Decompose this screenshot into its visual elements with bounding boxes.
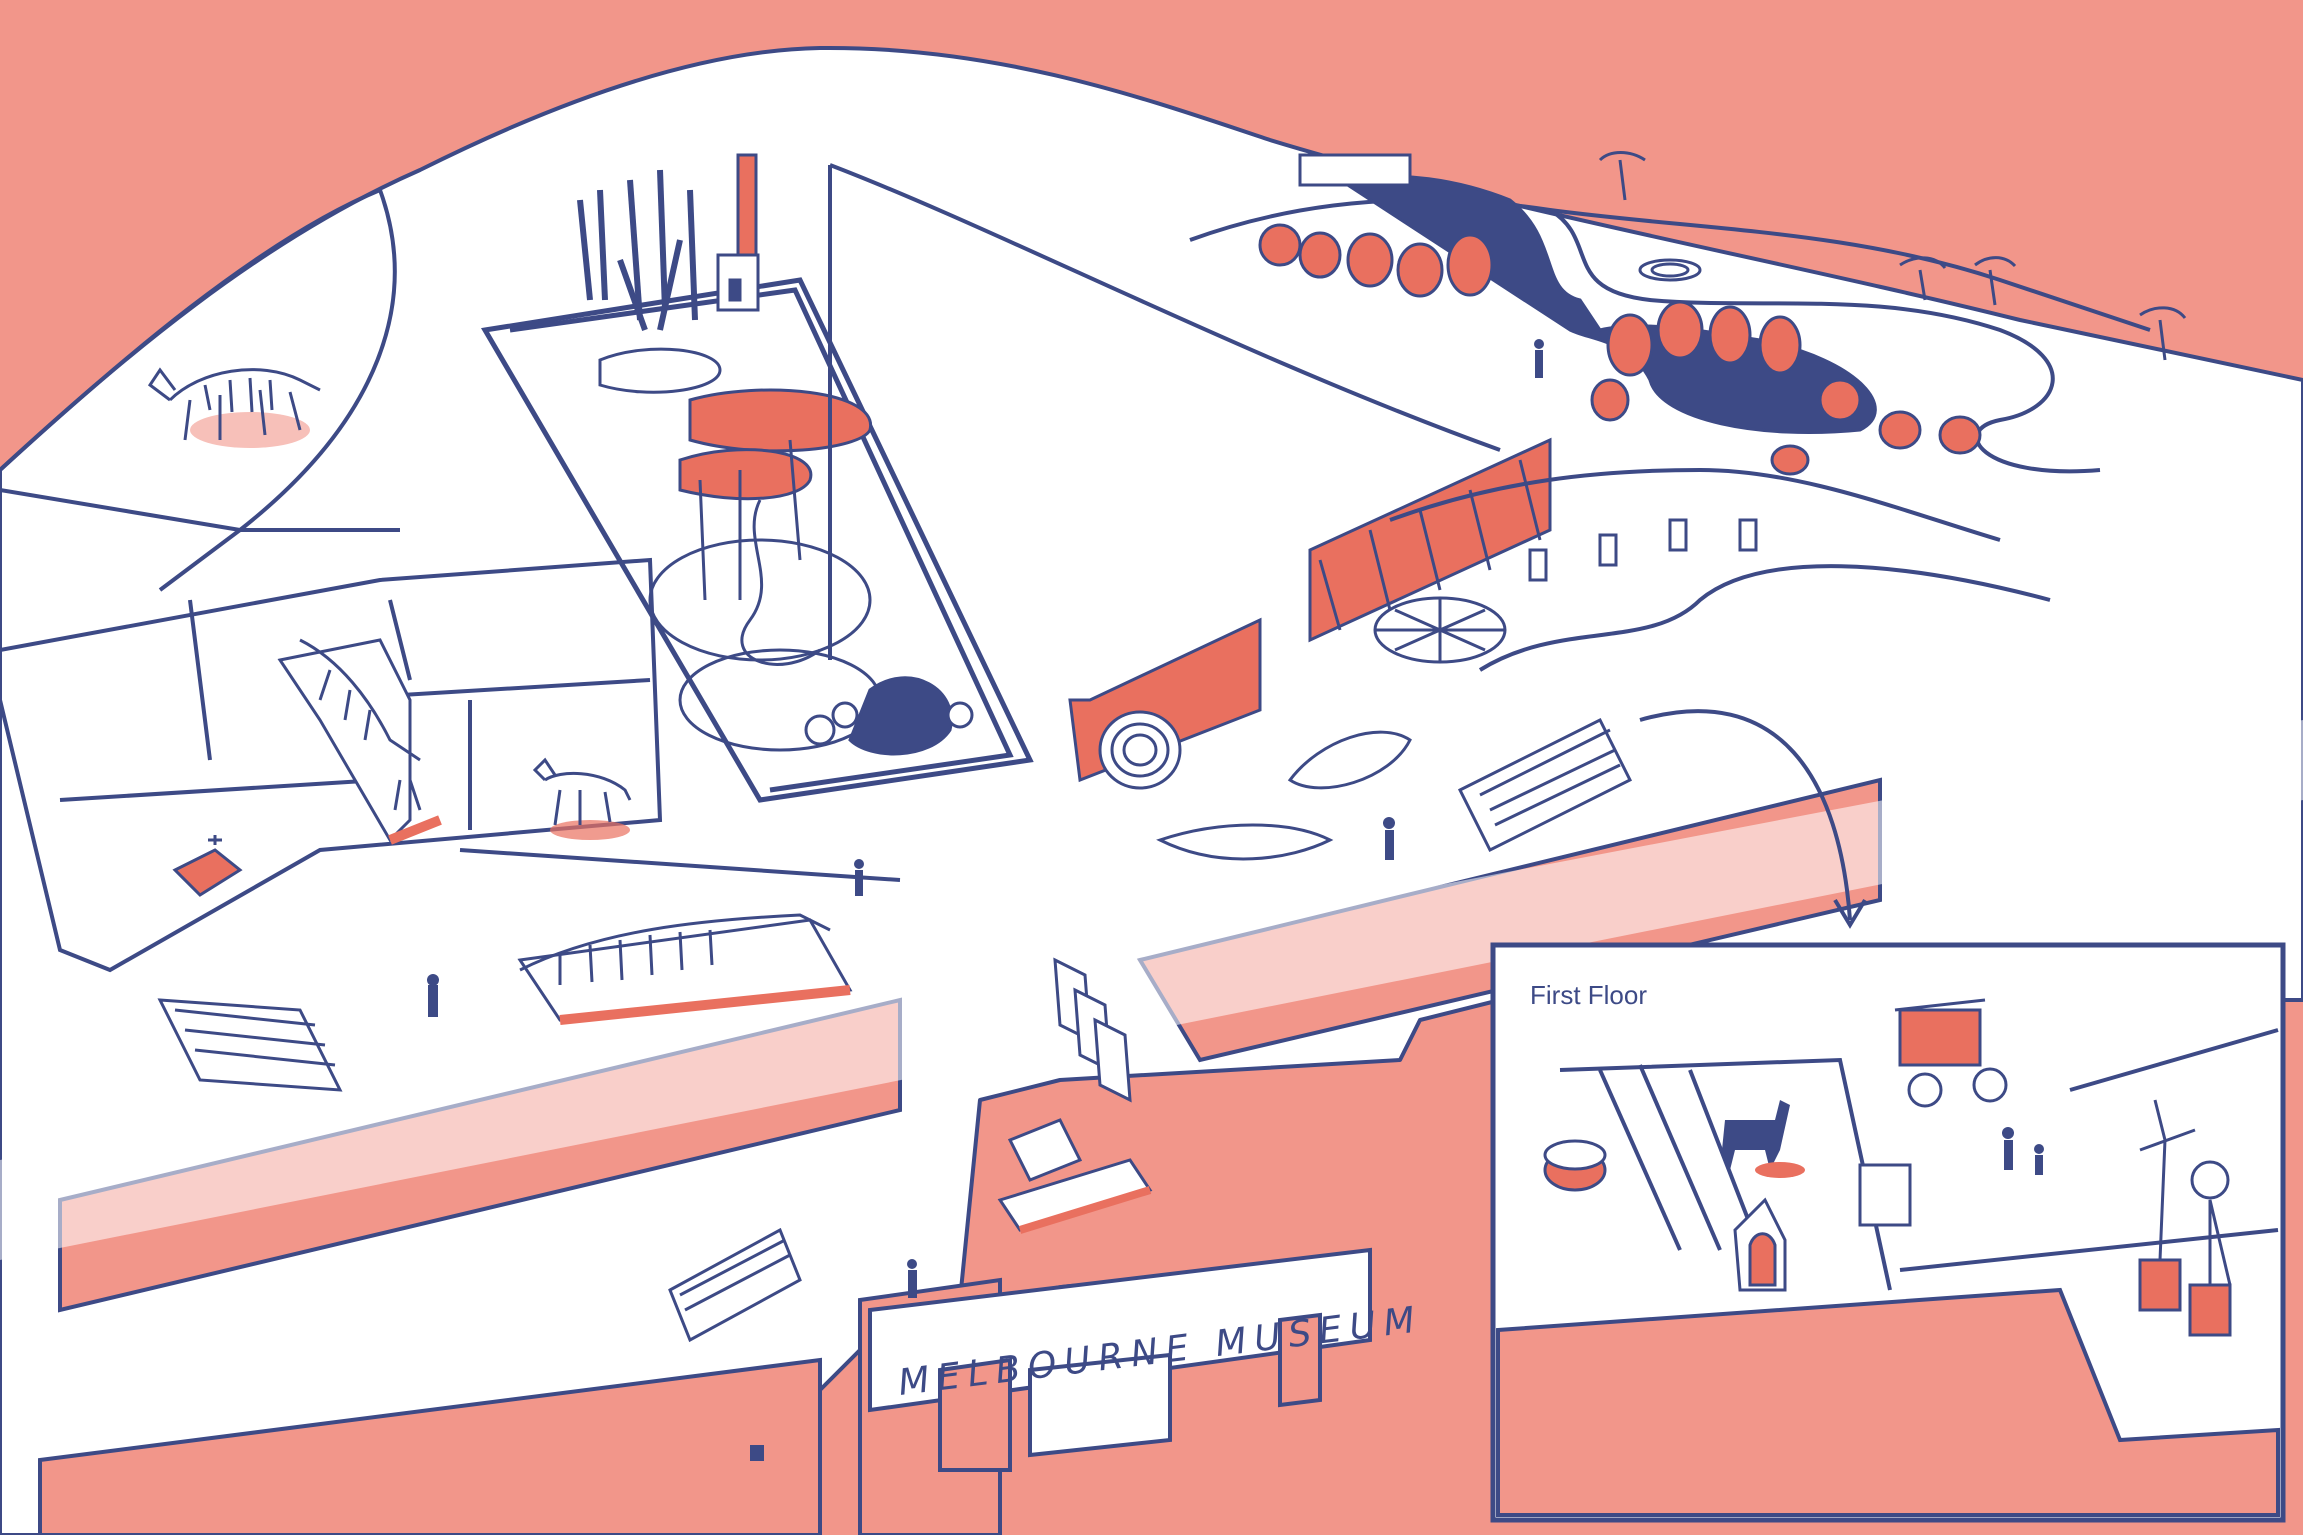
t-rex-skeleton-icon [277,638,442,845]
inset-title: First Floor [1530,980,1647,1010]
triceratops-room [0,187,400,592]
canoe-icons [1156,730,1412,861]
chimney-icon [716,153,760,312]
fossil-case-icon [172,835,243,897]
small-dinosaur-skeleton-icon [532,757,632,840]
tree-icon [598,347,872,666]
colosseum-model-icon [1543,1139,1607,1192]
palm-tree-icon [1598,151,2187,361]
visitor-figure-icon [427,339,1544,1461]
central-curved-wall [828,163,1501,660]
forest-poles [577,169,698,332]
creek-and-rocks-icon [1258,153,1982,476]
doorway-panel-icon [1733,1163,1912,1292]
horse-carriage-icon [1894,998,2008,1108]
lantern-posts-icon [1528,518,1758,582]
wheel-icon [1373,596,1507,664]
first-floor-inset [1490,942,2286,1523]
forest-pond-icon [648,538,974,756]
link-arrow [1639,709,1867,929]
tree-slice-icon [1098,710,1182,790]
horse-icon [1722,1100,1805,1178]
triceratops-skeleton-icon [147,367,321,448]
museum-entrance [868,1247,1372,1472]
whale-skeleton-icon [517,913,853,1025]
light-band [0,720,2303,1260]
windmill-icon [2138,1099,2232,1337]
visitor-figure-icon [2002,1127,2044,1175]
standing-panels-icon [1053,957,1132,1103]
gallery-rooms-left [0,557,901,973]
escalator-icon [157,717,1633,1343]
